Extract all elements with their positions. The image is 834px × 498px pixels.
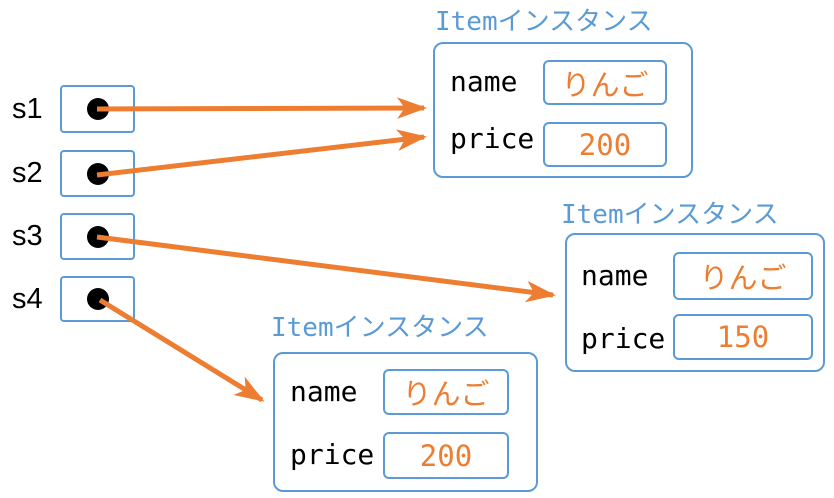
- variable-box-s3: [60, 213, 135, 260]
- instance-2-title: Itemインスタンス: [271, 313, 489, 343]
- instance-1-price-value: 150: [716, 320, 770, 354]
- instance-1-name-label: name: [581, 259, 649, 292]
- instance-1-name-value: りんご: [699, 261, 787, 295]
- instance-2-name-value: りんご: [402, 377, 490, 411]
- instance-1-price-label: price: [581, 322, 666, 355]
- instance-1-name-valuebox: りんご: [673, 252, 813, 300]
- arrow-s1-to-instance-0: [96, 97, 427, 119]
- instance-0-price-label: price: [450, 122, 535, 155]
- instance-2-name-label: name: [290, 375, 358, 408]
- instance-0-box: name りんご price 200: [433, 42, 693, 178]
- instance-1-price-valuebox: 150: [673, 314, 813, 360]
- instance-2-price-valuebox: 200: [383, 432, 509, 479]
- instance-0-title: Itemインスタンス: [435, 7, 653, 37]
- reference-dot-s4: [86, 288, 109, 310]
- instance-2-box: name りんご price 200: [273, 352, 538, 492]
- variable-box-s4: [60, 276, 135, 322]
- reference-dot-s1: [86, 98, 109, 120]
- instance-0-name-valuebox: りんご: [543, 60, 667, 105]
- instance-1-title: Itemインスタンス: [561, 200, 779, 230]
- variable-label-s4: s4: [12, 283, 43, 315]
- instance-0-name-label: name: [450, 65, 518, 98]
- variable-label-s2: s2: [12, 157, 43, 189]
- instance-1-box: name りんご price 150: [565, 233, 825, 372]
- variable-box-s1: [60, 85, 135, 133]
- instance-0-price-valuebox: 200: [543, 122, 667, 167]
- instance-0-price-value: 200: [578, 127, 632, 162]
- reference-dot-s3: [86, 225, 109, 248]
- arrow-s3-to-instance-1: [96, 234, 556, 303]
- instance-0-name-value: りんご: [561, 67, 649, 102]
- arrow-s2-to-instance-0: [96, 129, 427, 178]
- variable-label-s1: s1: [12, 93, 43, 125]
- instance-2-name-valuebox: りんご: [383, 369, 509, 415]
- reference-dot-s2: [86, 162, 109, 185]
- variable-label-s3: s3: [12, 220, 43, 252]
- instance-2-price-label: price: [290, 438, 375, 471]
- variable-box-s2: [60, 150, 135, 197]
- instance-2-price-value: 200: [419, 438, 473, 473]
